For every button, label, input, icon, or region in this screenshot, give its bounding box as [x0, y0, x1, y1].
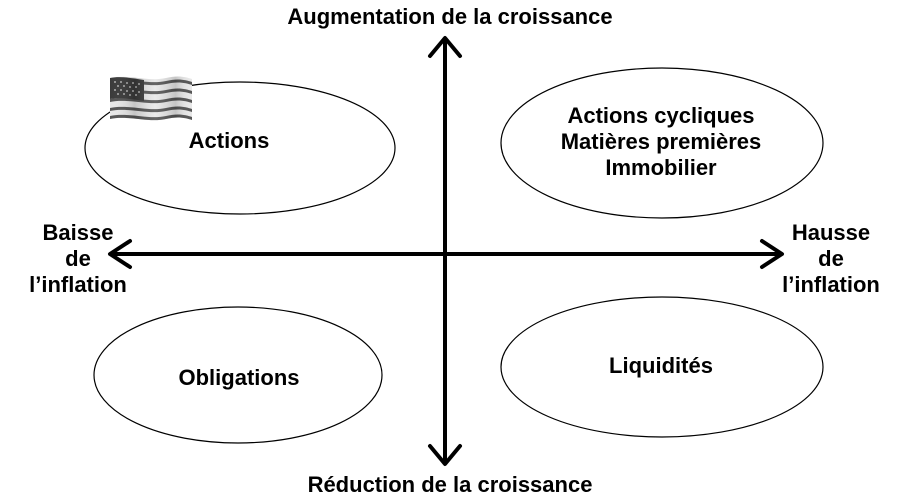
arrow-left-icon: [108, 239, 132, 269]
quadrant-label-bottom-right: Liquidités: [609, 353, 713, 378]
quadrant-label-top-right-line: Immobilier: [605, 155, 717, 180]
quadrant-label-top-left: Actions: [188, 128, 270, 153]
ellipse-bottom-left: [93, 306, 383, 444]
axis-label-right: Hausse de l’inflation: [762, 220, 900, 298]
axis-label-left: Baisse de l’inflation: [0, 220, 156, 298]
axis-label-bottom: Réduction de la croissance: [307, 472, 593, 497]
arrow-down-icon: [428, 444, 462, 466]
us-flag-icon: [110, 76, 192, 121]
ellipse-top-right: [500, 67, 824, 219]
axis-label-top: Augmentation de la croissance: [287, 4, 613, 29]
quadrant-label-bottom-left: Obligations: [178, 365, 300, 390]
quadrant-label-top-right: Actions cycliques Matières premières Imm…: [500, 103, 822, 181]
axis-label-right-line: l’inflation: [782, 272, 880, 297]
axis-label-left-line: Baisse: [42, 220, 114, 245]
axis-label-right-line: de: [818, 246, 844, 271]
arrow-up-icon: [428, 36, 462, 58]
axis-label-left-line: de: [65, 246, 91, 271]
ellipse-bottom-right: [500, 296, 824, 438]
quadrant-label-top-right-line: Actions cycliques: [567, 103, 755, 128]
arrow-right-icon: [760, 239, 784, 269]
axis-label-left-line: l’inflation: [29, 272, 127, 297]
axis-label-right-line: Hausse: [791, 220, 871, 245]
quadrant-label-top-right-line: Matières premières: [560, 129, 762, 154]
